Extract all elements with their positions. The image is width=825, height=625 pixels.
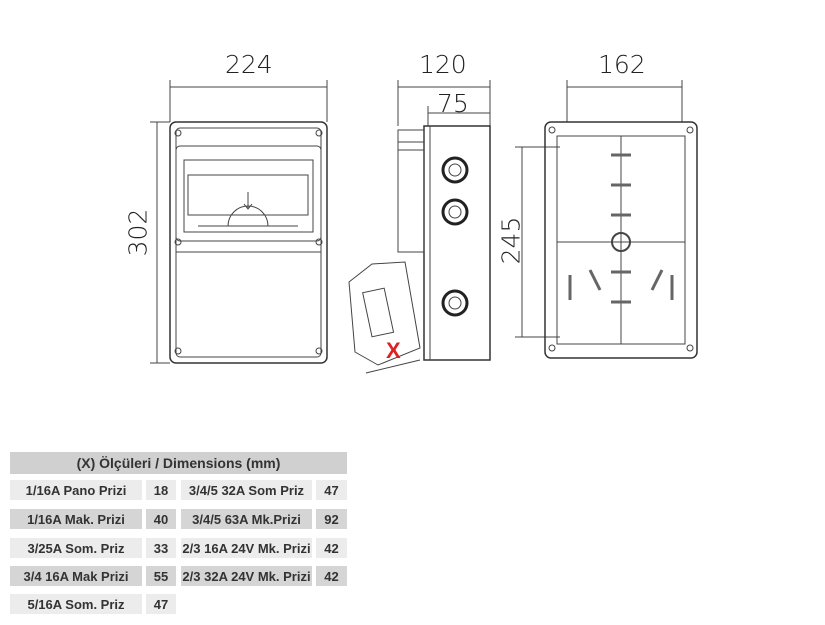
x-marker: X [386,338,401,363]
dim-side-inner: 75 [437,89,469,118]
table-cell-value: 55 [146,566,176,586]
table-cell-name: 2/3 16A 24V Mk. Prizi [181,538,312,558]
dim-height: 302 [123,208,153,257]
table-cell-value: 18 [146,480,176,500]
table-cell-value: 42 [316,538,347,558]
dim-front-width: 224 [225,50,273,79]
table-cell-name: 3/4 16A Mak Prizi [10,566,142,586]
table-cell-name: 3/4/5 63A Mk.Prizi [181,509,312,529]
rear-view [515,80,698,359]
table-cell-name: 5/16A Som. Priz [10,594,142,614]
dim-side-depth: 120 [419,50,467,79]
table-cell-value: 40 [146,509,176,529]
table-title: (X) Ölçüleri / Dimensions (mm) [10,452,347,474]
table-cell-value: 92 [316,509,347,529]
table-cell-name: 1/16A Mak. Prizi [10,509,142,529]
table-cell-value: 42 [316,566,347,586]
table-cell-name: 3/25A Som. Priz [10,538,142,558]
table-cell-value: 47 [146,594,176,614]
front-view [150,80,328,364]
table-cell-name: 2/3 32A 24V Mk. Prizi [181,566,312,586]
dim-rear-height: 245 [496,216,526,265]
dim-rear-width: 162 [598,50,646,79]
side-view [348,80,491,374]
table-cell-name: 3/4/5 32A Som Priz [181,480,312,500]
table-cell-value: 47 [316,480,347,500]
table-cell-value: 33 [146,538,176,558]
table-cell-name: 1/16A Pano Prizi [10,480,142,500]
